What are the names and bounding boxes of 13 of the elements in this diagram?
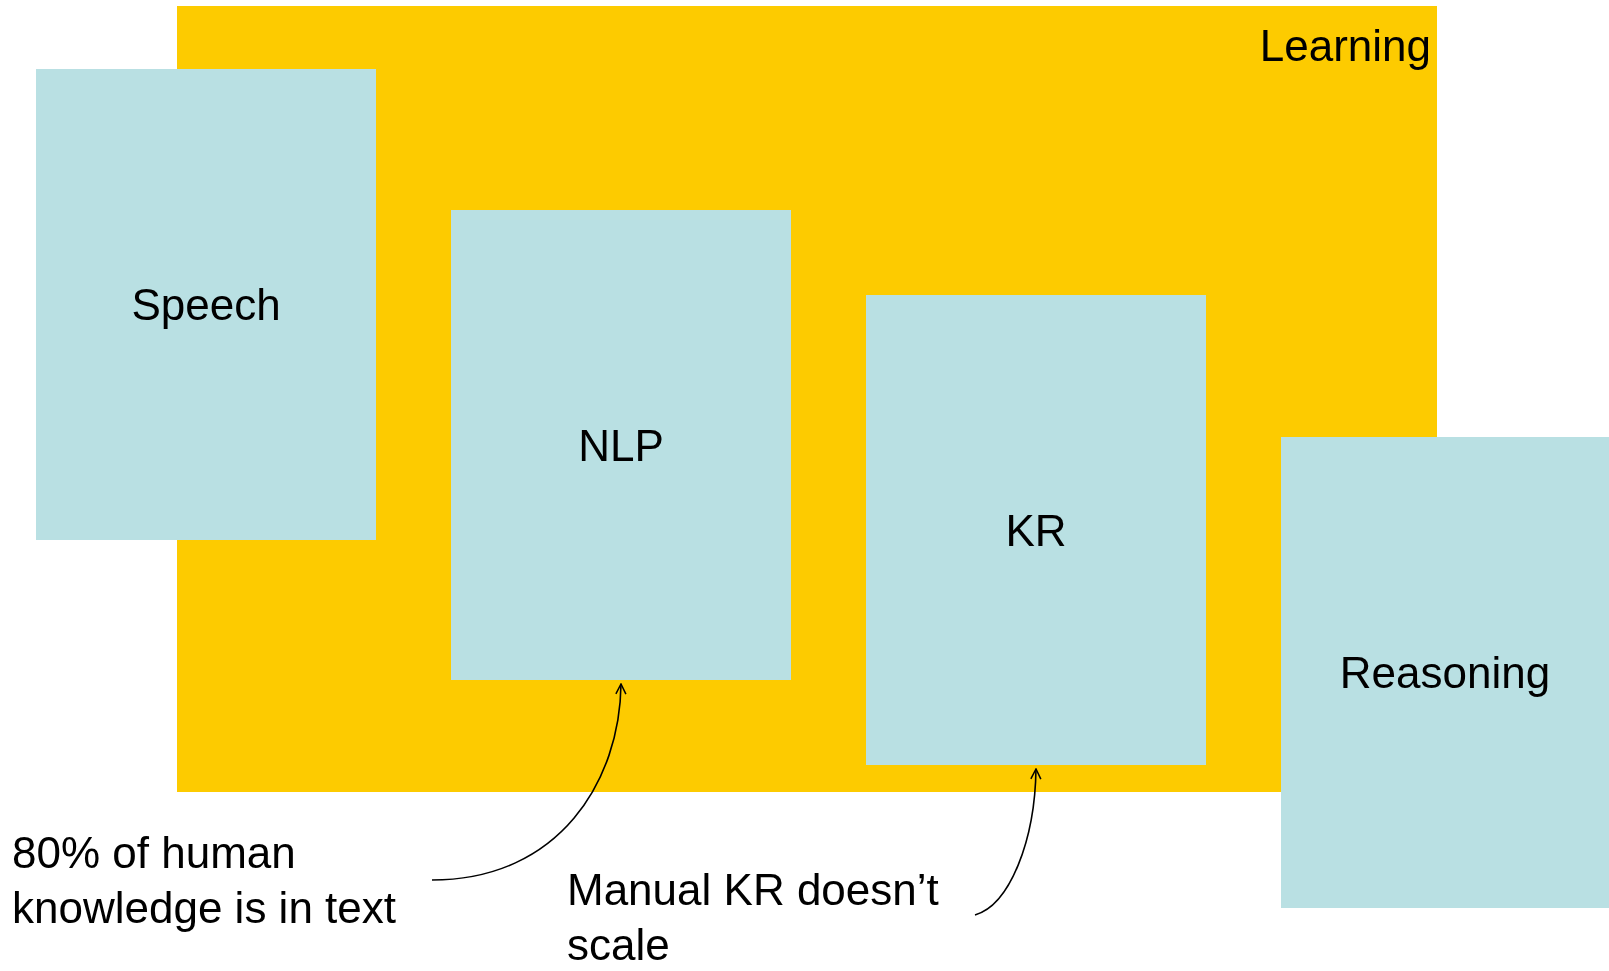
box-label: Reasoning (1339, 647, 1551, 699)
topic-box (451, 210, 791, 680)
curved-arrow (431, 683, 627, 881)
box-label: KR (1005, 504, 1067, 557)
box-label: Speech (131, 279, 281, 331)
area-title: Learning (1259, 20, 1431, 72)
note-text: Manual KR doesn’t scale (567, 864, 940, 971)
box-label: NLP (578, 419, 664, 472)
note-text: 80% of human knowledge is in text (12, 827, 397, 934)
topic-box (866, 295, 1206, 765)
topic-box (1281, 437, 1609, 908)
topic-box (36, 69, 376, 540)
curved-arrow (974, 768, 1042, 916)
